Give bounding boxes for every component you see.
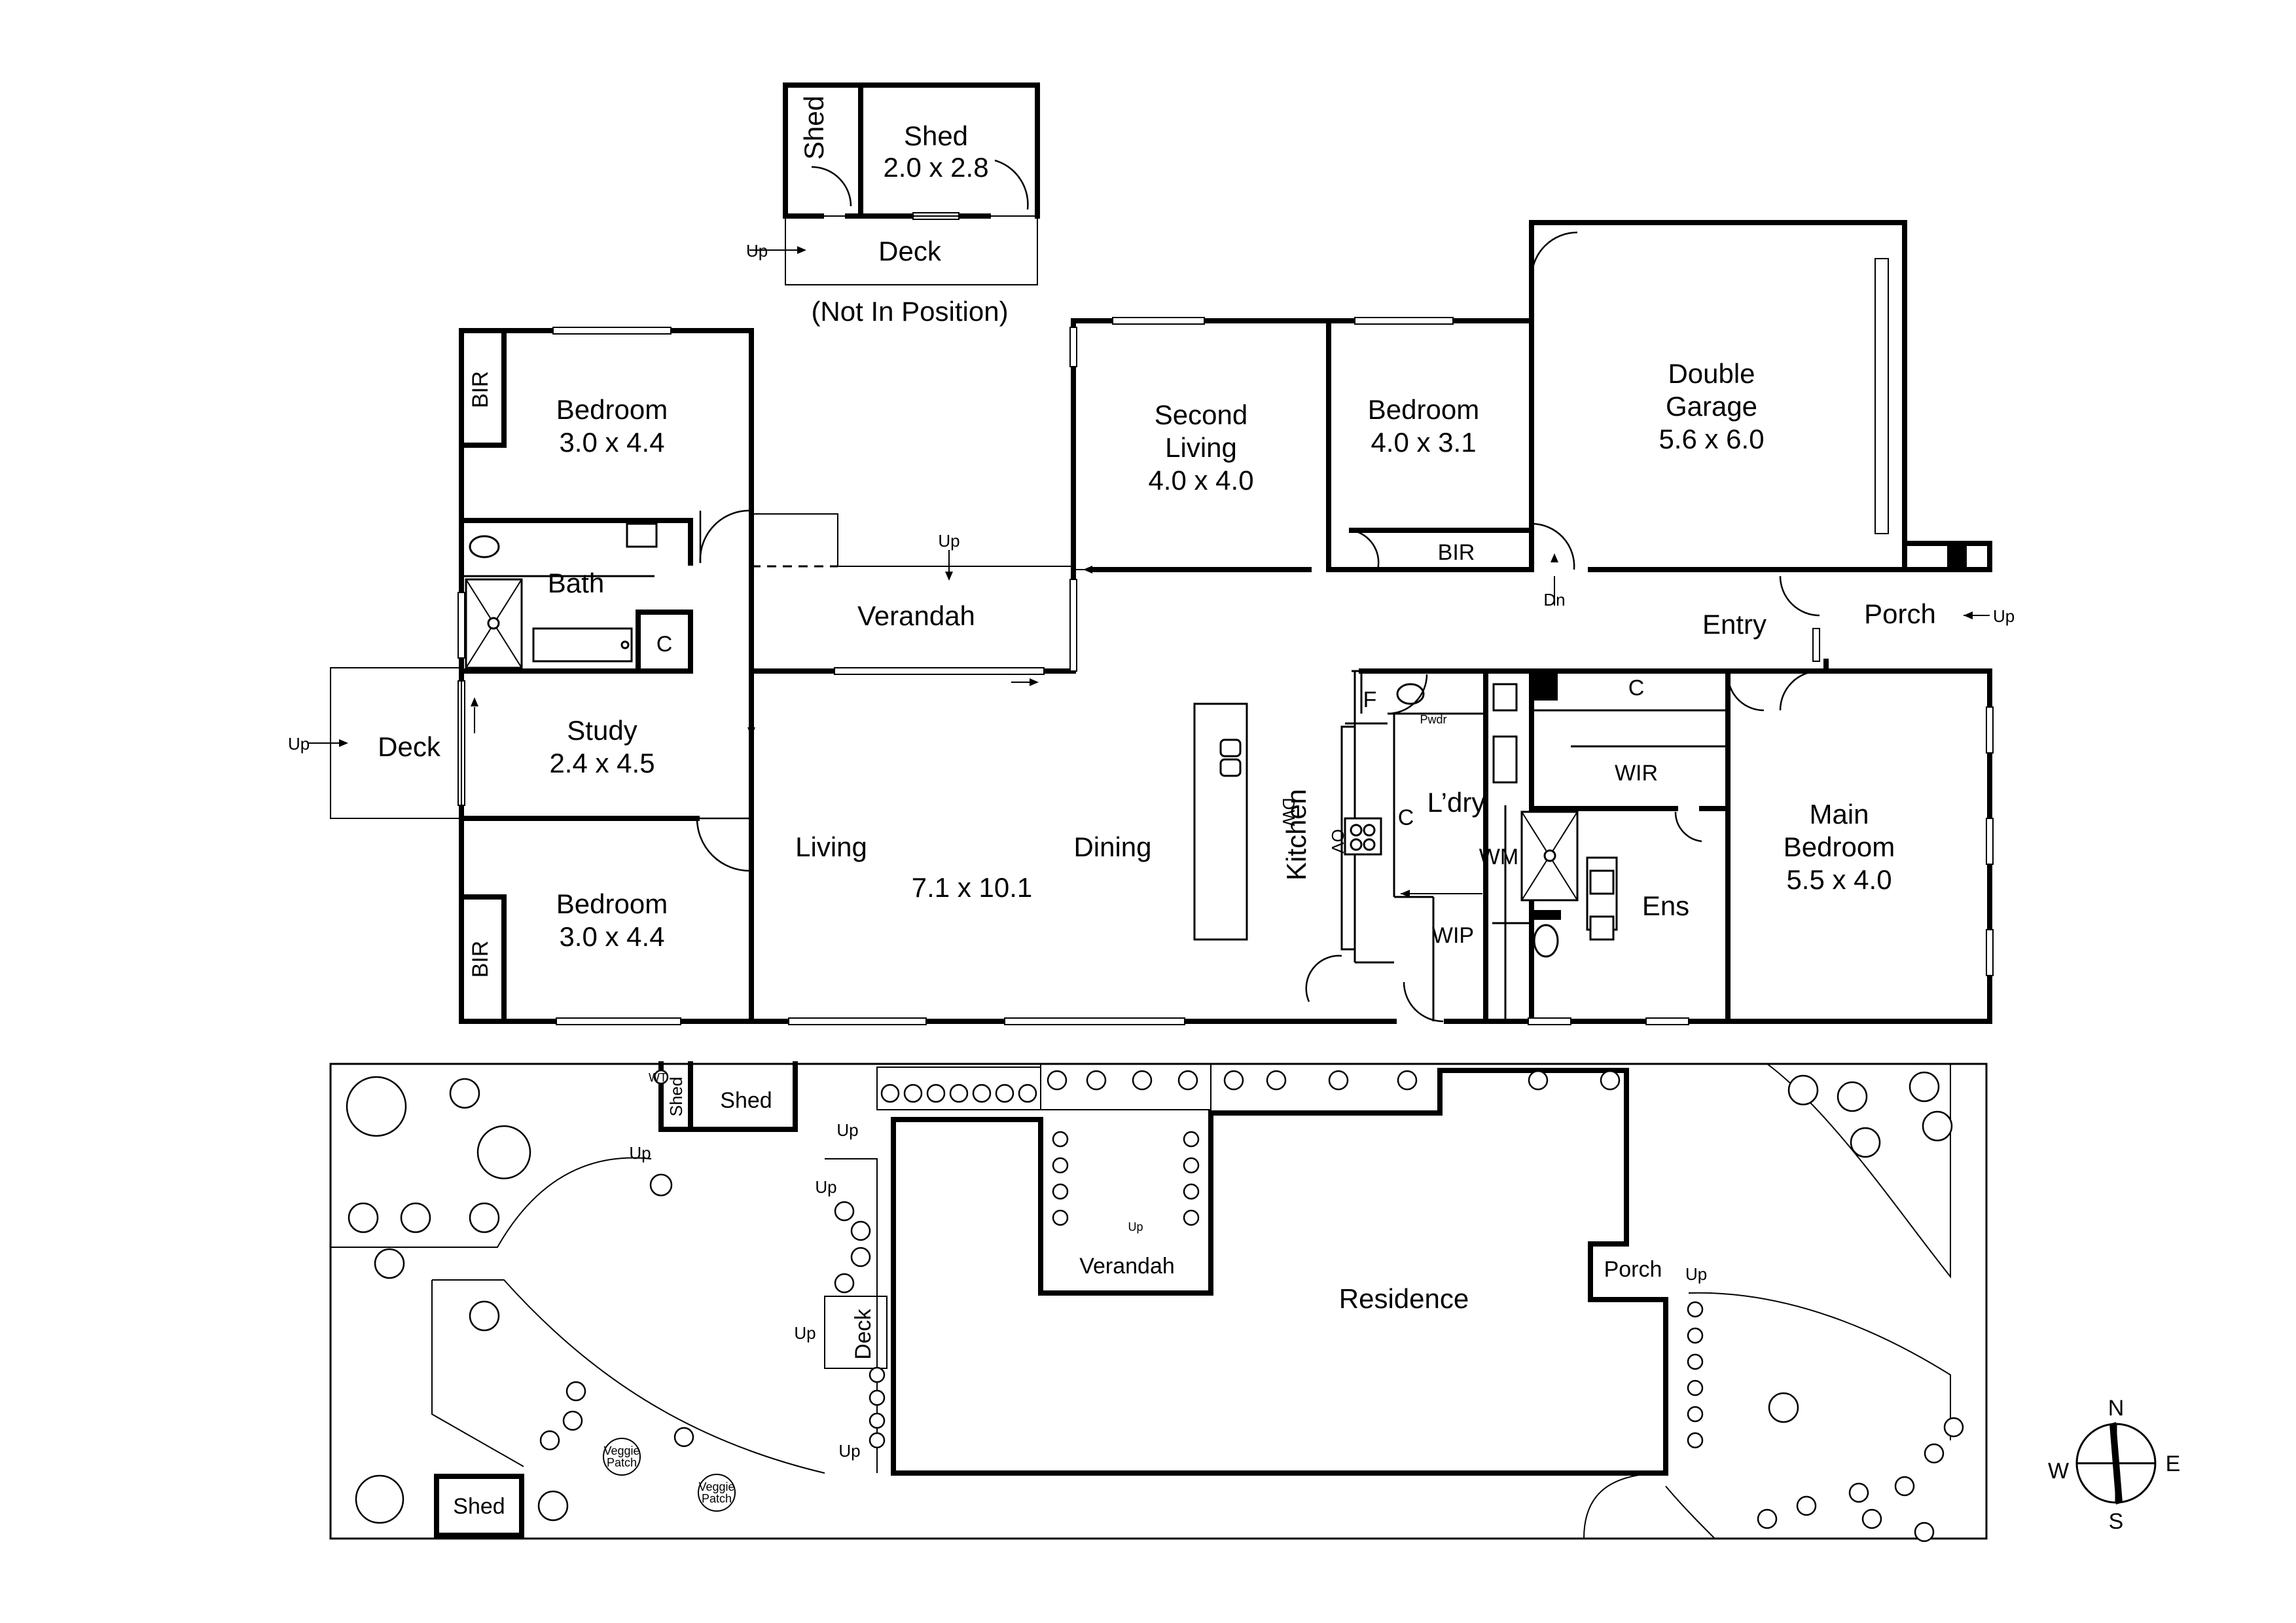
kitchen-fixtures xyxy=(1193,543,1967,1023)
label-second-living-1: Second xyxy=(1155,399,1247,430)
site-label-veggie1a: Veggie xyxy=(603,1444,639,1457)
label-not-in-position: (Not In Position) xyxy=(811,296,1008,327)
site-label-veggie2b: Patch xyxy=(702,1492,732,1505)
label-dw: DW xyxy=(1279,797,1299,826)
label-pwdr: Pwdr xyxy=(1420,713,1446,726)
label-living-dim: 7.1 x 10.1 xyxy=(912,872,1032,903)
arrows xyxy=(308,246,1990,898)
label-shed-top-dim: 2.0 x 2.8 xyxy=(883,152,988,183)
compass-w: W xyxy=(2048,1459,2069,1484)
label-porch: Porch xyxy=(1864,598,1936,629)
label-dn: Dn xyxy=(1543,590,1565,610)
site-label-up-verandah: Up xyxy=(1128,1220,1143,1233)
label-bedroom1-dim: 3.0 x 4.4 xyxy=(559,427,664,458)
label-garage-2: Garage xyxy=(1666,391,1757,422)
label-up-verandah: Up xyxy=(938,531,960,551)
label-second-living-2: Living xyxy=(1165,432,1237,463)
label-up-deck-left: Up xyxy=(288,734,310,754)
compass-e: E xyxy=(2166,1451,2181,1476)
label-study: Study xyxy=(567,715,637,746)
site-label-porch: Porch xyxy=(1604,1257,1662,1282)
label-main-bedroom-dim: 5.5 x 4.0 xyxy=(1786,864,1892,895)
site-label-verandah: Verandah xyxy=(1079,1254,1175,1279)
site-label-shed-narrow: Shed xyxy=(666,1077,686,1117)
label-shed-top: Shed xyxy=(904,120,968,151)
ensuite-fixtures xyxy=(1520,811,1618,958)
label-f: F xyxy=(1363,687,1377,712)
top-shed-group xyxy=(783,82,1040,285)
site-label-shed: Shed xyxy=(720,1088,772,1113)
label-c-kitchen: C xyxy=(1398,805,1414,830)
label-verandah: Verandah xyxy=(857,600,975,631)
label-entry: Entry xyxy=(1702,609,1767,640)
site-label-deck: Deck xyxy=(851,1308,876,1359)
label-bir1: BIR xyxy=(468,371,493,409)
label-bedroom2: Bedroom xyxy=(1368,394,1479,425)
label-kitchen: Kitchen xyxy=(1281,789,1312,881)
label-wir: WIR xyxy=(1615,761,1658,786)
label-laundry: L’dry xyxy=(1427,787,1486,818)
site-label-wt: WT xyxy=(649,1071,667,1084)
label-living: Living xyxy=(795,831,867,862)
site-label-shed-bottom: Shed xyxy=(453,1494,505,1519)
label-main-bedroom-1: Main xyxy=(1809,799,1869,830)
label-ens: Ens xyxy=(1642,890,1689,921)
label-c-bath: C xyxy=(656,632,673,657)
label-wm: WM xyxy=(1479,845,1518,869)
site-label-up3: Up xyxy=(815,1177,836,1197)
label-dining: Dining xyxy=(1073,831,1151,862)
label-c-wir: C xyxy=(1628,676,1645,701)
label-up-porch: Up xyxy=(1993,606,2015,626)
label-study-dim: 2.4 x 4.5 xyxy=(549,748,655,778)
label-bir3: BIR xyxy=(468,941,493,978)
site-label-residence: Residence xyxy=(1339,1283,1469,1314)
compass-labels: N S E W xyxy=(2048,1396,2180,1534)
site-plan xyxy=(329,1061,1988,1542)
label-garage-1: Double xyxy=(1668,358,1755,389)
left-wing-interior xyxy=(459,328,754,1024)
compass xyxy=(2075,1422,2157,1504)
site-label-up5: Up xyxy=(838,1441,860,1461)
floor-labels: Shed Shed 2.0 x 2.8 Deck Up (Not In Posi… xyxy=(288,96,2015,977)
site-label-veggie1b: Patch xyxy=(607,1456,637,1469)
label-deck-left: Deck xyxy=(378,731,441,762)
compass-s: S xyxy=(2109,1509,2124,1534)
site-label-up4: Up xyxy=(794,1323,816,1343)
label-wip: WIP xyxy=(1432,923,1474,948)
label-garage-dim: 5.6 x 6.0 xyxy=(1659,424,1764,454)
compass-n: N xyxy=(2108,1396,2125,1421)
label-bir2: BIR xyxy=(1438,540,1475,565)
label-ov: OV xyxy=(1328,829,1348,854)
site-label-veggie2a: Veggie xyxy=(698,1480,734,1493)
label-bath: Bath xyxy=(548,568,604,598)
site-labels: Shed Shed WT Up Up Up Up Up Up Verandah … xyxy=(453,1071,1707,1519)
label-bedroom3: Bedroom xyxy=(556,888,668,919)
door-arcs xyxy=(1351,231,1820,843)
label-main-bedroom-2: Bedroom xyxy=(1784,831,1895,862)
site-label-up1: Up xyxy=(836,1120,858,1140)
site-label-up-porch: Up xyxy=(1685,1264,1707,1284)
label-second-living-dim: 4.0 x 4.0 xyxy=(1148,465,1253,496)
label-bedroom2-dim: 4.0 x 3.1 xyxy=(1371,427,1476,458)
label-bedroom3-dim: 3.0 x 4.4 xyxy=(559,921,664,952)
label-deck-top: Deck xyxy=(878,236,942,266)
label-bedroom1: Bedroom xyxy=(556,394,668,425)
site-label-up2: Up xyxy=(629,1143,651,1163)
label-up-deck-top: Up xyxy=(746,241,768,261)
label-shed-narrow: Shed xyxy=(798,96,829,160)
